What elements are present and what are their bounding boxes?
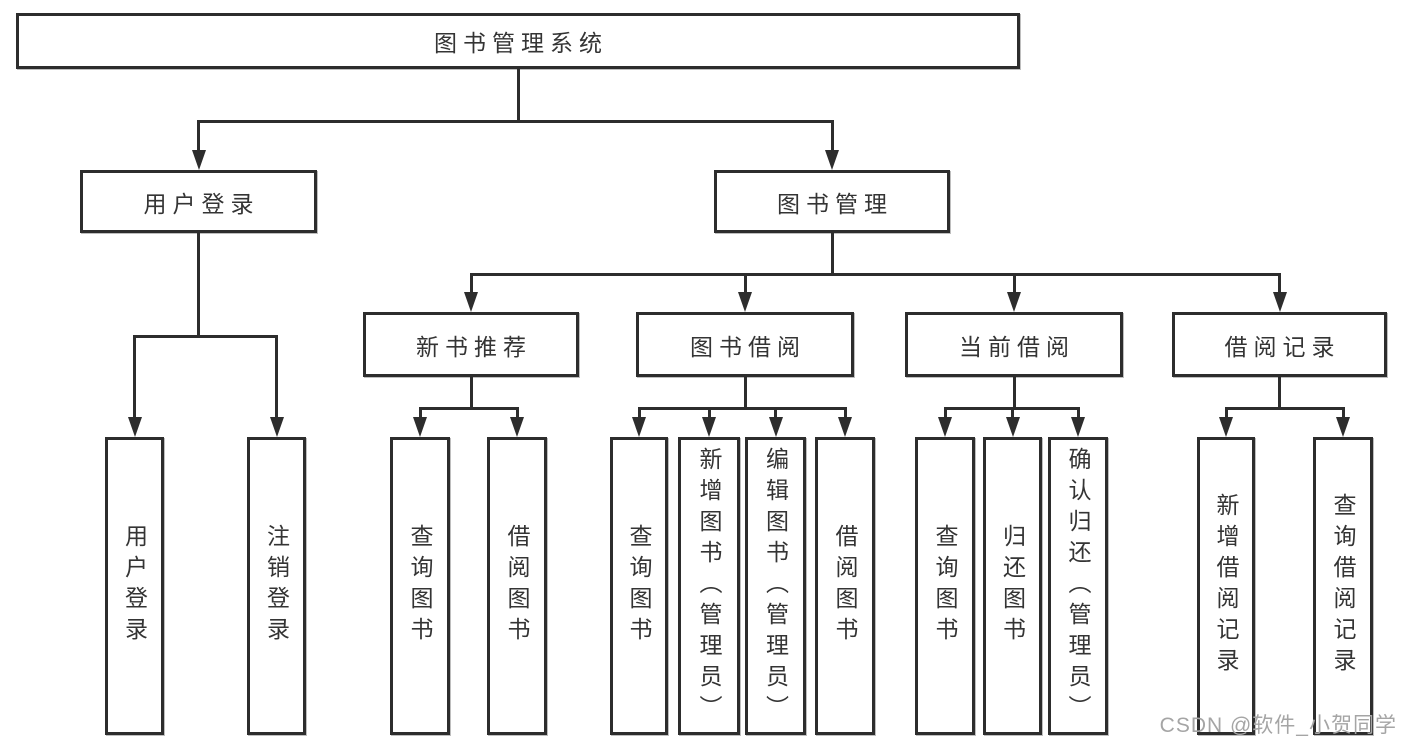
connector-line bbox=[469, 377, 473, 407]
arrow-down-icon bbox=[1219, 417, 1233, 437]
connector-line bbox=[943, 410, 947, 417]
arrow-down-icon bbox=[1005, 417, 1020, 437]
arrow-down-icon bbox=[938, 417, 952, 437]
node-borrowing-query-books-label: 查询图书 bbox=[626, 524, 652, 648]
connector-line bbox=[1341, 410, 1345, 417]
arrow-down-icon bbox=[1272, 292, 1287, 312]
node-recommend-query-books-label: 查询图书 bbox=[407, 524, 433, 648]
node-borrowing-borrow-books-label: 借阅图书 bbox=[832, 524, 858, 648]
arrow-down-icon bbox=[1071, 417, 1085, 437]
connector-line bbox=[516, 69, 520, 120]
connector-line bbox=[637, 407, 847, 410]
node-current-borrowing-label: 当前借阅 bbox=[959, 333, 1075, 360]
arrow-down-icon bbox=[632, 417, 646, 437]
node-add-books-admin: 新增图书（管理员） bbox=[678, 437, 740, 735]
connector-line bbox=[830, 123, 834, 150]
node-book-management: 图书管理 bbox=[714, 170, 950, 233]
node-logout-action: 注销登录 bbox=[247, 437, 306, 735]
connector-line bbox=[197, 123, 200, 150]
connector-line bbox=[515, 410, 519, 417]
arrow-down-icon bbox=[738, 292, 752, 312]
node-book-borrowing: 图书借阅 bbox=[636, 312, 854, 377]
node-library-management-system-label: 图书管理系统 bbox=[434, 30, 608, 56]
connector-line bbox=[275, 338, 278, 417]
connector-line bbox=[743, 276, 747, 292]
node-user-login: 用户登录 bbox=[80, 170, 317, 233]
node-book-borrowing-label: 图书借阅 bbox=[690, 333, 806, 360]
connector-line bbox=[1224, 410, 1228, 417]
node-logout-action-label: 注销登录 bbox=[263, 524, 290, 648]
node-current-query-books: 查询图书 bbox=[915, 437, 975, 735]
node-current-borrowing: 当前借阅 bbox=[905, 312, 1123, 377]
node-confirm-return-admin-label: 确认归还（管理员） bbox=[1065, 446, 1091, 726]
node-add-borrow-record: 新增借阅记录 bbox=[1197, 437, 1255, 735]
arrow-down-icon bbox=[413, 417, 427, 437]
node-add-borrow-record-label: 新增借阅记录 bbox=[1213, 493, 1239, 679]
node-user-login-label: 用户登录 bbox=[143, 190, 260, 217]
connector-line bbox=[418, 407, 519, 410]
connector-line bbox=[418, 410, 422, 417]
node-user-login-action: 用户登录 bbox=[105, 437, 164, 735]
node-return-books: 归还图书 bbox=[983, 437, 1042, 735]
arrow-down-icon bbox=[269, 417, 284, 437]
node-return-books-label: 归还图书 bbox=[999, 524, 1026, 648]
node-borrowing-borrow-books: 借阅图书 bbox=[815, 437, 875, 735]
connector-line bbox=[843, 410, 847, 417]
connector-line bbox=[743, 377, 747, 407]
connector-line bbox=[133, 335, 278, 338]
connector-line bbox=[943, 407, 1080, 410]
node-user-login-action-label: 用户登录 bbox=[121, 524, 148, 648]
connector-line bbox=[1278, 377, 1281, 407]
connector-line bbox=[469, 273, 1281, 276]
connector-line bbox=[1012, 276, 1016, 292]
arrow-down-icon bbox=[825, 150, 839, 170]
arrow-down-icon bbox=[838, 417, 852, 437]
node-new-book-recommendation-label: 新书推荐 bbox=[416, 333, 532, 360]
node-new-book-recommendation: 新书推荐 bbox=[363, 312, 579, 377]
connector-line bbox=[774, 410, 777, 417]
node-query-borrow-record: 查询借阅记录 bbox=[1313, 437, 1373, 735]
arrow-down-icon bbox=[1336, 417, 1350, 437]
connector-line bbox=[1224, 407, 1345, 410]
arrow-down-icon bbox=[191, 150, 206, 170]
connector-line bbox=[197, 233, 200, 335]
arrow-down-icon bbox=[702, 417, 716, 437]
node-borrowing-records: 借阅记录 bbox=[1172, 312, 1387, 377]
connector-line bbox=[1278, 276, 1281, 292]
node-edit-books-admin: 编辑图书（管理员） bbox=[745, 437, 806, 735]
connector-line bbox=[1011, 410, 1014, 417]
arrow-down-icon bbox=[768, 417, 783, 437]
watermark: CSDN @软件_小贺同学 bbox=[1159, 714, 1397, 737]
node-recommend-borrow-books: 借阅图书 bbox=[487, 437, 547, 735]
arrow-down-icon bbox=[510, 417, 524, 437]
node-add-books-admin-label: 新增图书（管理员） bbox=[696, 446, 722, 726]
node-book-management-label: 图书管理 bbox=[777, 190, 893, 217]
node-borrowing-query-books: 查询图书 bbox=[610, 437, 668, 735]
connector-line bbox=[830, 233, 834, 273]
arrow-down-icon bbox=[1007, 292, 1021, 312]
connector-line bbox=[469, 276, 473, 292]
node-edit-books-admin-label: 编辑图书（管理员） bbox=[762, 446, 789, 726]
connector-line bbox=[1012, 377, 1016, 407]
connector-line bbox=[707, 410, 711, 417]
node-query-borrow-record-label: 查询借阅记录 bbox=[1330, 493, 1356, 679]
connector-line bbox=[637, 410, 641, 417]
connector-line bbox=[133, 338, 136, 417]
node-library-management-system: 图书管理系统 bbox=[16, 13, 1020, 69]
node-borrowing-records-label: 借阅记录 bbox=[1224, 333, 1341, 360]
connector-line bbox=[197, 120, 834, 123]
node-confirm-return-admin: 确认归还（管理员） bbox=[1048, 437, 1108, 735]
node-current-query-books-label: 查询图书 bbox=[932, 524, 958, 648]
arrow-down-icon bbox=[127, 417, 142, 437]
arrow-down-icon bbox=[464, 292, 478, 312]
node-recommend-query-books: 查询图书 bbox=[390, 437, 450, 735]
connector-line bbox=[1076, 410, 1080, 417]
node-recommend-borrow-books-label: 借阅图书 bbox=[504, 524, 530, 648]
